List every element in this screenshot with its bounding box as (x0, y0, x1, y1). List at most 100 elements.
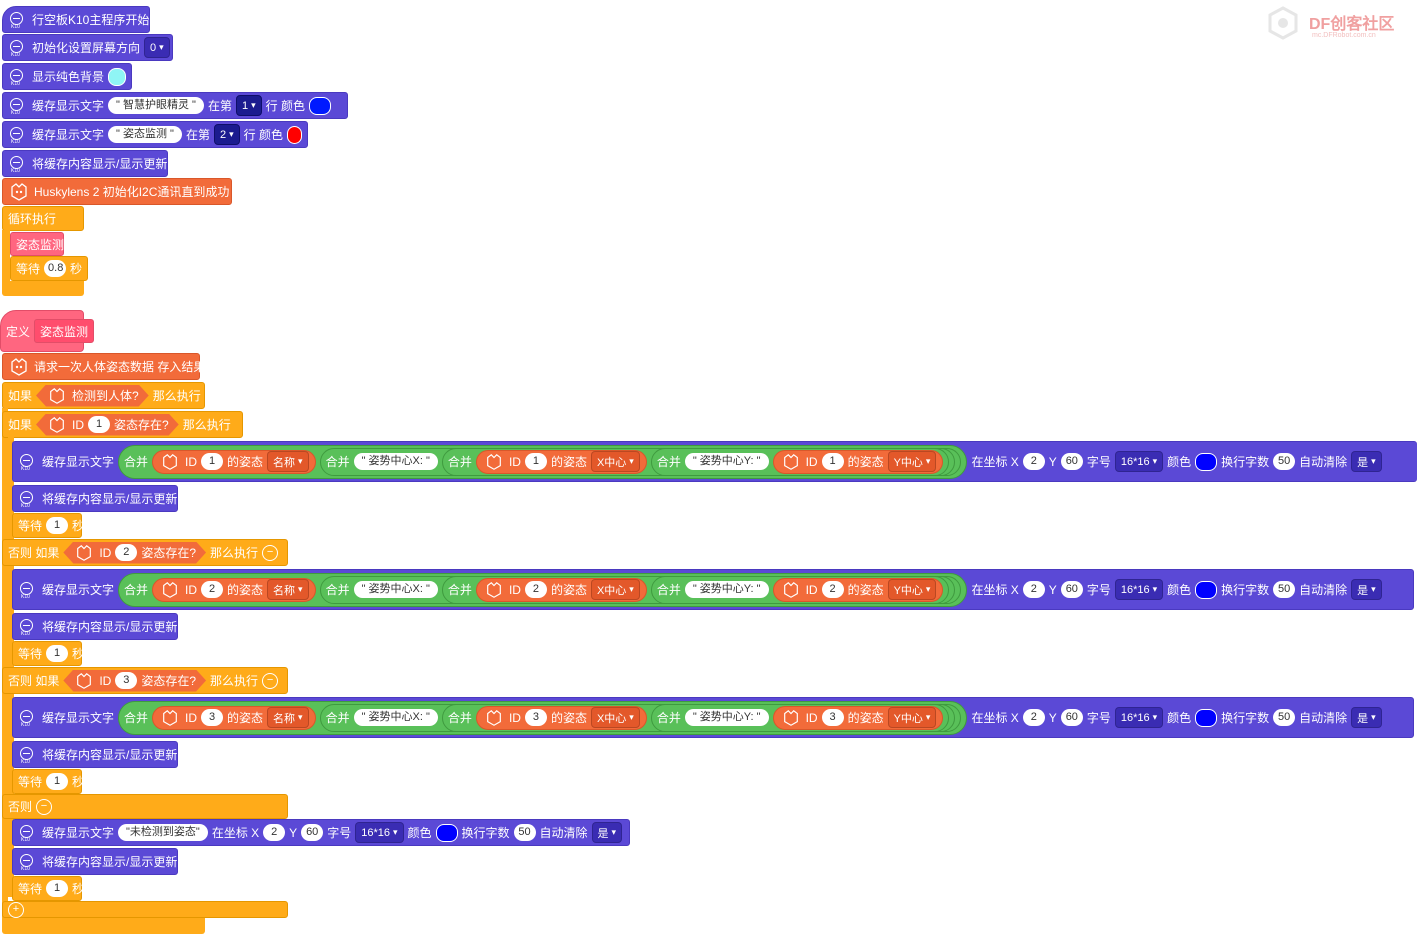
id3-exists-condition[interactable]: ID 3 姿态存在? (63, 670, 206, 692)
pose-y-reporter[interactable]: ID 1 的姿态 Y中心 (772, 449, 944, 474)
y-value[interactable]: 60 (1060, 709, 1083, 726)
wait-block[interactable]: 等待 1 秒 (12, 876, 84, 901)
text-input[interactable]: " 姿势中心Y: " (684, 709, 769, 726)
join-4[interactable]: 合并 " 姿势中心Y: " ID 2 的姿态 Y中心 (650, 575, 950, 604)
pose-name-reporter[interactable]: ID 2 的姿态 名称 (152, 577, 316, 602)
join-outer[interactable]: 合并 ID 1 的姿态 名称 合并 " 姿势中心X: " 合并 ID 1 的姿态… (118, 444, 968, 479)
attribute-dropdown[interactable]: 名称 (267, 579, 309, 600)
attribute-dropdown[interactable]: X中心 (590, 579, 640, 600)
background-block[interactable]: K10 显示纯色背景 (2, 63, 132, 90)
color-swatch-blue[interactable] (1195, 452, 1218, 471)
join-2[interactable]: 合并 " 姿势中心X: " 合并 ID 2 的姿态 X中心 合并 " 姿势中心Y… (319, 575, 962, 604)
autoclear-dropdown[interactable]: 是 (591, 822, 623, 843)
wait-value[interactable]: 1 (46, 773, 69, 790)
x-value[interactable]: 2 (263, 824, 286, 841)
if-detected-block[interactable]: 如果 检测到人体? 那么执行 (2, 382, 205, 409)
join-4[interactable]: 合并 " 姿势中心Y: " ID 3 的姿态 Y中心 (650, 703, 950, 732)
if-end-bar[interactable]: + (2, 901, 288, 918)
id-value[interactable]: 3 (821, 709, 844, 726)
set-orientation-block[interactable]: K10 初始化设置屏幕方向 0 (2, 34, 173, 61)
join-outer[interactable]: 合并 ID 3 的姿态 名称 合并 " 姿势中心X: " 合并 ID 3 的姿态… (118, 700, 968, 735)
detected-condition[interactable]: 检测到人体? (36, 385, 149, 407)
text-input[interactable]: "未检测到姿态" (118, 824, 208, 841)
pose-x-reporter[interactable]: ID 3 的姿态 X中心 (475, 705, 647, 730)
join-outer[interactable]: 合并 ID 2 的姿态 名称 合并 " 姿势中心X: " 合并 ID 2 的姿态… (118, 572, 968, 607)
join-3[interactable]: 合并 ID 2 的姿态 X中心 合并 " 姿势中心Y: " ID 2 的姿态 (441, 575, 956, 604)
attribute-dropdown[interactable]: Y中心 (887, 451, 937, 472)
id-value[interactable]: 1 (524, 453, 547, 470)
id-value[interactable]: 1 (821, 453, 844, 470)
cache-join-id3[interactable]: K10 缓存显示文字 合并 ID 3 的姿态 名称 合并 " 姿势中心X: " … (12, 697, 1414, 738)
refresh-display-block[interactable]: K10 将缓存内容显示/显示更新 (12, 613, 178, 640)
y-value[interactable]: 60 (1060, 581, 1083, 598)
color-swatch-cyan[interactable] (108, 67, 126, 86)
wait-value[interactable]: 1 (46, 645, 69, 662)
id1-exists-condition[interactable]: ID 1 姿态存在? (36, 414, 179, 436)
pose-x-reporter[interactable]: ID 2 的姿态 X中心 (475, 577, 647, 602)
font-dropdown[interactable]: 16*16 (1114, 451, 1164, 472)
x-value[interactable]: 2 (1022, 709, 1045, 726)
row-dropdown[interactable]: 2 (213, 124, 240, 145)
y-value[interactable]: 60 (301, 824, 324, 841)
cache-text-row2-block[interactable]: K10 缓存显示文字 " 姿态监测 " 在第 2 行 颜色 (2, 121, 308, 148)
font-dropdown[interactable]: 16*16 (1114, 579, 1164, 600)
join-3[interactable]: 合并 ID 3 的姿态 X中心 合并 " 姿势中心Y: " ID 3 的姿态 (441, 703, 956, 732)
call-pose-monitor[interactable]: 姿态监测 (10, 232, 64, 256)
id-value[interactable]: 1 (88, 416, 110, 433)
autoclear-dropdown[interactable]: 是 (1351, 451, 1382, 472)
cache-text-row1-block[interactable]: K10 缓存显示文字 " 智慧护眼精灵 " 在第 1 行 颜色 (2, 92, 348, 119)
wait-value[interactable]: 0.8 (44, 260, 67, 277)
attribute-dropdown[interactable]: 名称 (267, 451, 309, 472)
color-swatch-blue[interactable] (435, 823, 458, 842)
autoclear-dropdown[interactable]: 是 (1351, 579, 1382, 600)
refresh-display-block[interactable]: K10 将缓存内容显示/显示更新 (12, 848, 178, 875)
wait-block[interactable]: 等待 1 秒 (12, 513, 84, 538)
join-2[interactable]: 合并 " 姿势中心X: " 合并 ID 3 的姿态 X中心 合并 " 姿势中心Y… (319, 703, 962, 732)
wait-block[interactable]: 等待 1 秒 (12, 769, 84, 794)
wait-value[interactable]: 1 (46, 517, 69, 534)
attribute-dropdown[interactable]: X中心 (590, 451, 640, 472)
id-value[interactable]: 3 (115, 672, 137, 689)
orientation-dropdown[interactable]: 0 (144, 37, 170, 58)
text-input[interactable]: " 姿势中心X: " (353, 709, 438, 726)
attribute-dropdown[interactable]: Y中心 (887, 579, 937, 600)
if-id1-block[interactable]: 如果 ID 1 姿态存在? 那么执行 (2, 411, 243, 438)
elseif-id2-block[interactable]: 否则 如果 ID 2 姿态存在? 那么执行 − (2, 539, 288, 566)
minus-icon[interactable]: − (262, 544, 279, 561)
else-block[interactable]: 否则 − (2, 794, 288, 819)
attribute-dropdown[interactable]: X中心 (590, 707, 640, 728)
id-value[interactable]: 3 (201, 709, 224, 726)
attribute-dropdown[interactable]: Y中心 (887, 707, 937, 728)
wrap-value[interactable]: 50 (1273, 581, 1296, 598)
wait-block[interactable]: 等待 0.8 秒 (10, 256, 88, 281)
join-2[interactable]: 合并 " 姿势中心X: " 合并 ID 1 的姿态 X中心 合并 " 姿势中心Y… (319, 447, 962, 476)
join-3[interactable]: 合并 ID 1 的姿态 X中心 合并 " 姿势中心Y: " ID 1 的姿态 (441, 447, 956, 476)
id-value[interactable]: 2 (524, 581, 547, 598)
autoclear-dropdown[interactable]: 是 (1351, 707, 1382, 728)
refresh-display-block[interactable]: K10 将缓存内容显示/显示更新 (12, 741, 178, 768)
wrap-value[interactable]: 50 (513, 824, 536, 841)
attribute-dropdown[interactable]: 名称 (267, 707, 309, 728)
pose-y-reporter[interactable]: ID 2 的姿态 Y中心 (772, 577, 944, 602)
plus-icon[interactable]: + (8, 901, 24, 918)
x-value[interactable]: 2 (1022, 453, 1045, 470)
pose-name-reporter[interactable]: ID 3 的姿态 名称 (152, 705, 316, 730)
cache-join-id2[interactable]: K10 缓存显示文字 合并 ID 2 的姿态 名称 合并 " 姿势中心X: " … (12, 569, 1414, 610)
id-value[interactable]: 1 (201, 453, 224, 470)
pose-y-reporter[interactable]: ID 3 的姿态 Y中心 (772, 705, 944, 730)
minus-icon[interactable]: − (262, 672, 279, 689)
define-block[interactable]: 定义 姿态监测 (0, 310, 95, 352)
refresh-display-block[interactable]: K10 将缓存内容显示/显示更新 (2, 150, 168, 177)
text-input[interactable]: " 姿势中心X: " (353, 581, 438, 598)
pose-x-reporter[interactable]: ID 1 的姿态 X中心 (475, 449, 647, 474)
cache-join-id1[interactable]: K10 缓存显示文字 合并 ID 1 的姿态 名称 合并 " 姿势中心X: " … (12, 441, 1417, 482)
cache-text-not-detected[interactable]: K10 缓存显示文字 "未检测到姿态" 在坐标 X 2 Y 60 字号 16*1… (12, 819, 630, 846)
wrap-value[interactable]: 50 (1273, 709, 1296, 726)
join-4[interactable]: 合并 " 姿势中心Y: " ID 1 的姿态 Y中心 (650, 447, 950, 476)
id-value[interactable]: 3 (524, 709, 547, 726)
row-dropdown[interactable]: 1 (235, 95, 262, 116)
request-pose-block[interactable]: 请求一次人体姿态数据 存入结果 (2, 353, 205, 380)
id-value[interactable]: 2 (821, 581, 844, 598)
id2-exists-condition[interactable]: ID 2 姿态存在? (63, 542, 206, 564)
text-input[interactable]: " 智慧护眼精灵 " (108, 97, 204, 114)
